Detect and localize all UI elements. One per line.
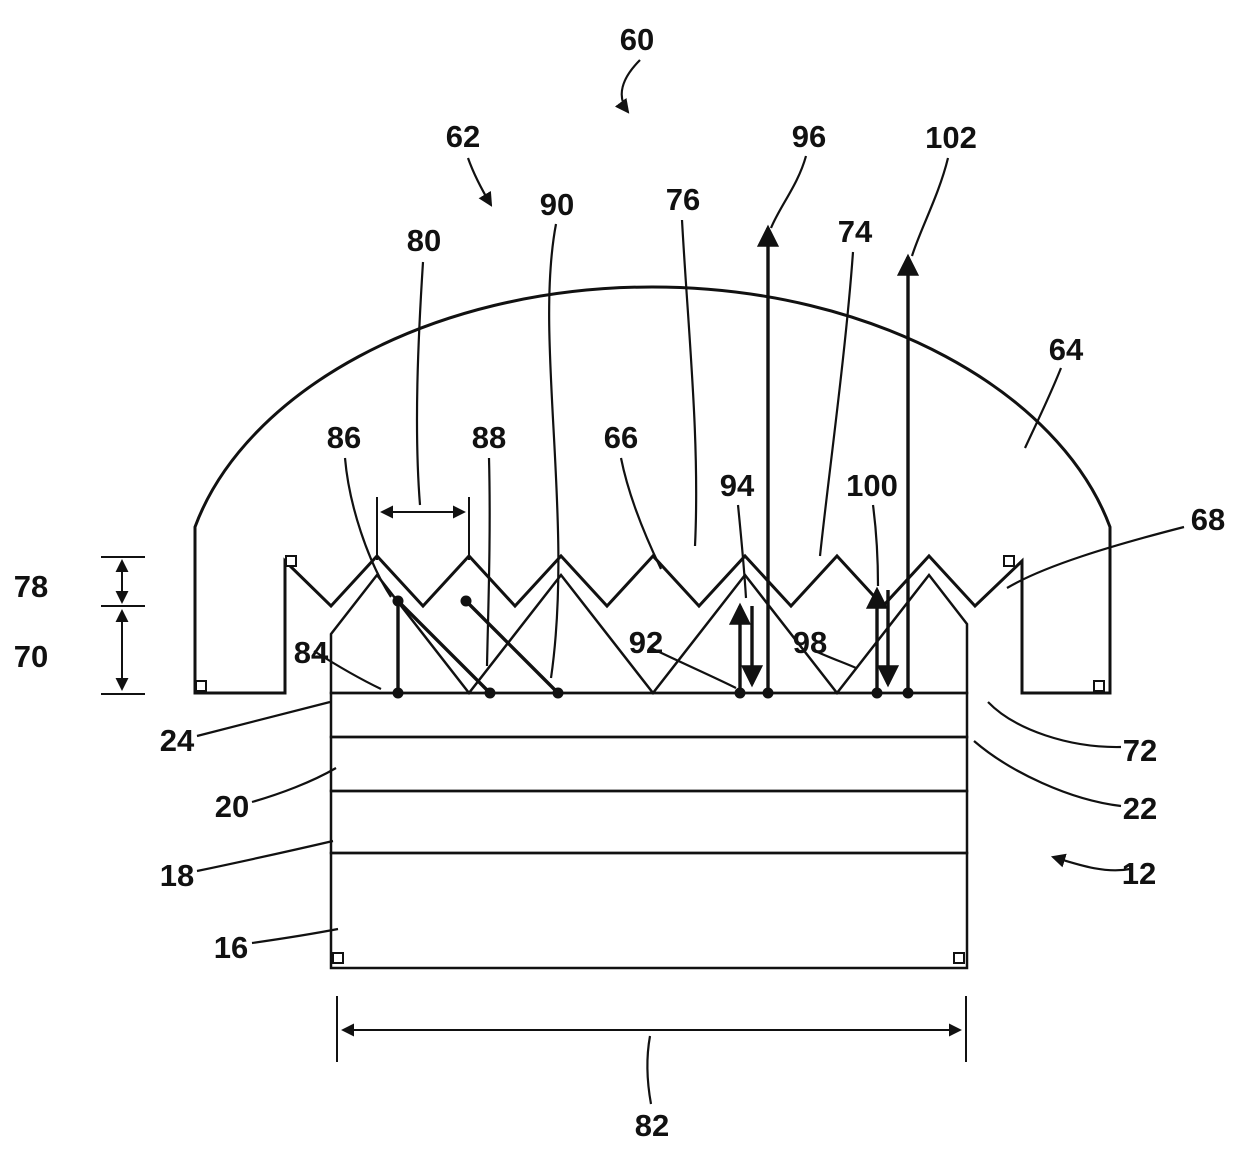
leader-66 [619,457,662,570]
leader-76 [680,219,698,547]
leader-84 [313,650,382,690]
ref-label-96: 96 [792,119,826,154]
ref-label-94: 94 [720,468,755,503]
leader-88 [485,457,491,667]
leader-74 [818,251,855,557]
ray-hit-dot [460,595,472,607]
leader-96 [769,155,808,229]
leader-90 [548,223,560,679]
ref-label-86: 86 [327,420,361,455]
leader-100 [871,504,880,587]
ray-diagonal-90 [396,599,492,695]
ref-label-78: 78 [14,569,48,604]
leader-68 [1006,525,1185,589]
ref-label-20: 20 [215,789,249,824]
ref-label-84: 84 [294,635,329,670]
layer-18-shape [329,789,969,855]
ref-label-92: 92 [629,625,663,660]
ref-label-66: 66 [604,420,638,455]
leader-60 [614,59,641,114]
leader-98 [812,649,857,670]
ray-origin-dot [734,687,746,699]
leader-92 [650,647,737,689]
ref-label-76: 76 [666,182,700,217]
ray-origin-dot [871,687,883,699]
ray-origin-dot [762,687,774,699]
leader-94 [736,504,748,599]
ray-hit-dot [392,595,404,607]
ref-label-68: 68 [1191,502,1225,537]
leader-24 [196,700,331,738]
leader-62 [466,157,493,207]
corner-notch [953,952,965,964]
ref-label-102: 102 [925,120,977,155]
ref-label-16: 16 [214,930,248,965]
leader-80 [415,261,425,506]
corner-notch [285,555,297,567]
ref-label-70: 70 [14,639,48,674]
ref-label-88: 88 [472,420,506,455]
dome-lens-shape [193,285,1112,695]
ref-label-98: 98 [793,625,827,660]
leader-82 [646,1035,653,1105]
leader-20 [251,767,337,804]
leader-64 [1024,367,1063,449]
ray-origin-dot [484,687,496,699]
corner-notch [1093,680,1105,692]
leader-18 [196,839,334,873]
ray-origin-dot [552,687,564,699]
leader-86 [343,457,392,598]
ray-diagonal-88 [464,599,560,695]
ref-label-18: 18 [160,858,194,893]
ray-origin-dot [902,687,914,699]
ray-origin-dot [392,687,404,699]
ref-label-82: 82 [635,1108,669,1143]
ref-label-62: 62 [446,119,480,154]
corner-notch [1003,555,1015,567]
ref-label-12: 12 [1122,856,1156,891]
ref-label-74: 74 [838,214,873,249]
ref-label-24: 24 [160,723,195,758]
layer-24-shape [329,691,969,739]
layer-16-substrate-shape [329,851,969,970]
ref-label-72: 72 [1123,733,1157,768]
leader-16 [251,927,339,945]
leader-22 [973,740,1122,808]
ref-label-64: 64 [1049,332,1084,367]
leader-12 [1050,853,1131,872]
ref-label-80: 80 [407,223,441,258]
leader-102 [910,157,950,257]
leader-72 [987,701,1122,749]
corner-notch [332,952,344,964]
ref-label-22: 22 [1123,791,1157,826]
prism-structure-shape [329,572,969,696]
ref-label-90: 90 [540,187,574,222]
layer-20-shape [329,735,969,793]
ref-label-60: 60 [620,22,654,57]
corner-notch [195,680,207,692]
ref-label-100: 100 [846,468,898,503]
